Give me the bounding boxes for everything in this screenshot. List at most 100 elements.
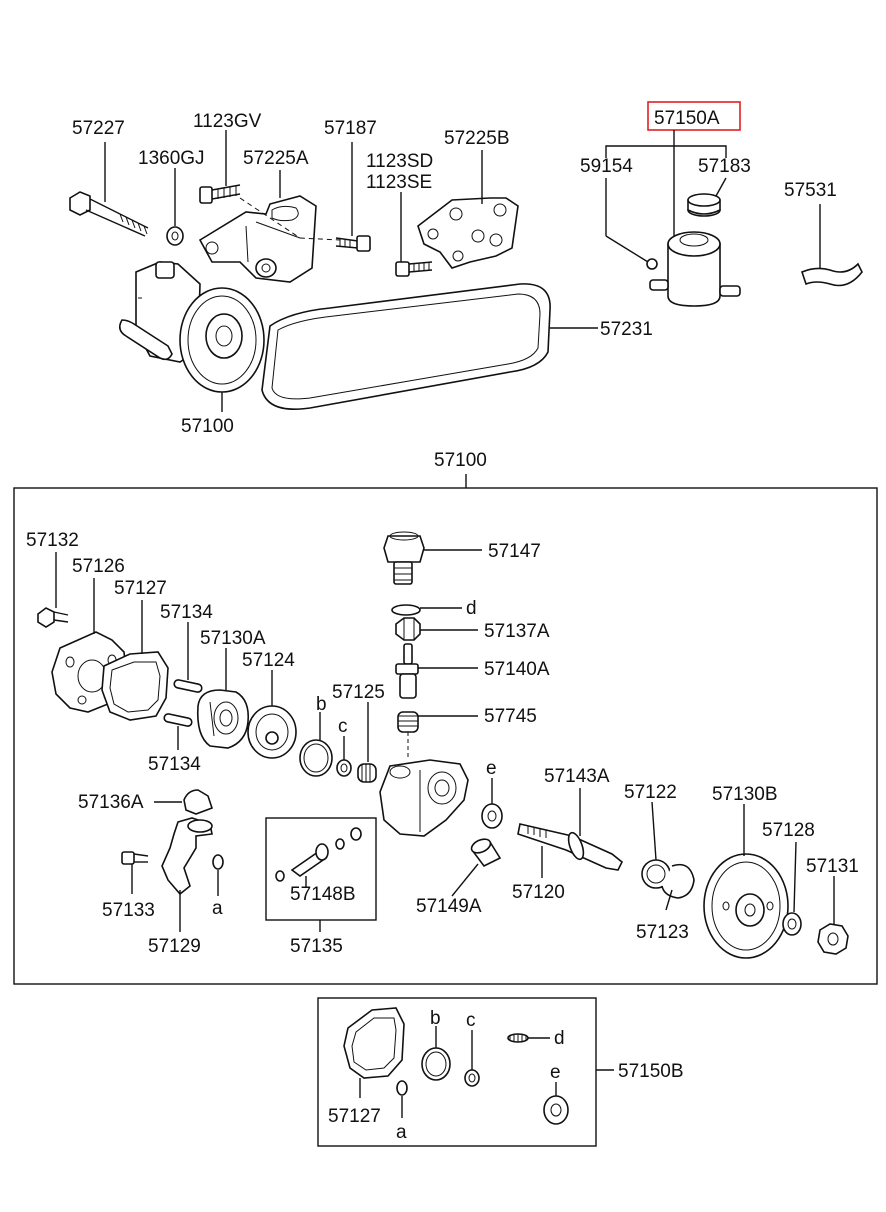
valve-57140a[interactable] bbox=[395, 643, 419, 699]
label-d-main[interactable]: d bbox=[466, 598, 477, 619]
label-57123[interactable]: 57123 bbox=[636, 922, 689, 943]
label-57129[interactable]: 57129 bbox=[148, 936, 201, 957]
label-57231[interactable]: 57231 bbox=[600, 319, 653, 340]
bushing-e-main[interactable] bbox=[481, 803, 503, 829]
shaft-57120[interactable] bbox=[517, 823, 624, 871]
belt-57231[interactable] bbox=[261, 283, 551, 410]
label-a-kit[interactable]: a bbox=[396, 1122, 407, 1143]
o-ring-b-kit[interactable] bbox=[421, 1047, 451, 1081]
washer-57128[interactable] bbox=[782, 912, 802, 936]
valve-kit-57148b[interactable] bbox=[275, 827, 362, 882]
pulley-57130b[interactable] bbox=[703, 853, 789, 959]
washer-1360gj[interactable] bbox=[166, 226, 184, 246]
label-b-kit[interactable]: b bbox=[430, 1008, 441, 1029]
label-57140a[interactable]: 57140A bbox=[484, 659, 550, 680]
assembly-line-1 bbox=[239, 197, 341, 241]
pipe-57129[interactable] bbox=[161, 817, 213, 896]
label-57122[interactable]: 57122 bbox=[624, 782, 677, 803]
label-1123gv[interactable]: 1123GV bbox=[193, 111, 262, 132]
label-57136a[interactable]: 57136A bbox=[78, 792, 144, 813]
seal-c[interactable] bbox=[336, 759, 352, 777]
spring-57125[interactable] bbox=[357, 763, 377, 783]
bush-57149a[interactable] bbox=[469, 836, 502, 868]
box-57150b bbox=[317, 997, 597, 1147]
bracket-57225a[interactable] bbox=[198, 195, 317, 283]
bolt-57187[interactable] bbox=[335, 235, 371, 252]
bolt-1123gv[interactable] bbox=[199, 184, 241, 204]
label-57124[interactable]: 57124 bbox=[242, 650, 295, 671]
label-57531[interactable]: 57531 bbox=[784, 180, 837, 201]
rotor-57124[interactable] bbox=[247, 705, 297, 759]
label-57125[interactable]: 57125 bbox=[332, 682, 385, 703]
label-57130b[interactable]: 57130B bbox=[712, 784, 778, 805]
bolt-1123sd[interactable] bbox=[395, 261, 433, 277]
label-57183[interactable]: 57183 bbox=[698, 156, 751, 177]
snap-ring-57123[interactable] bbox=[661, 863, 695, 899]
label-57120[interactable]: 57120 bbox=[512, 882, 565, 903]
nut-57131[interactable] bbox=[817, 923, 849, 955]
label-57126[interactable]: 57126 bbox=[72, 556, 125, 577]
label-57134-top[interactable]: 57134 bbox=[160, 602, 213, 623]
label-57130a[interactable]: 57130A bbox=[200, 628, 266, 649]
label-57127[interactable]: 57127 bbox=[114, 578, 167, 599]
label-1123se[interactable]: 1123SE bbox=[366, 172, 432, 193]
hose-57531[interactable] bbox=[801, 262, 863, 287]
pump-57100[interactable] bbox=[118, 261, 265, 393]
union-57147[interactable] bbox=[383, 531, 425, 585]
label-57745[interactable]: 57745 bbox=[484, 706, 537, 727]
label-57134-bottom[interactable]: 57134 bbox=[148, 754, 201, 775]
label-57148b[interactable]: 57148B bbox=[290, 884, 356, 905]
spring-57745[interactable] bbox=[397, 711, 419, 733]
label-57100-box[interactable]: 57100 bbox=[434, 450, 487, 471]
label-d-kit[interactable]: d bbox=[554, 1028, 565, 1049]
pin-57134-bottom[interactable] bbox=[163, 713, 193, 727]
label-57137a[interactable]: 57137A bbox=[484, 621, 550, 642]
reservoir-57150a[interactable] bbox=[646, 231, 741, 307]
pump-body[interactable] bbox=[379, 759, 469, 837]
bushing-e-kit[interactable] bbox=[543, 1095, 569, 1125]
label-e-main[interactable]: e bbox=[486, 758, 497, 779]
label-59154[interactable]: 59154 bbox=[580, 156, 633, 177]
label-1123sd[interactable]: 1123SD bbox=[366, 151, 433, 172]
label-57131[interactable]: 57131 bbox=[806, 856, 859, 877]
label-1360gj[interactable]: 1360GJ bbox=[138, 148, 205, 169]
label-57135[interactable]: 57135 bbox=[290, 936, 343, 957]
leader-57183 bbox=[715, 177, 727, 197]
bolt-57133[interactable] bbox=[121, 851, 149, 865]
label-57225a[interactable]: 57225A bbox=[243, 148, 309, 169]
label-e-kit[interactable]: e bbox=[550, 1062, 561, 1083]
o-ring-d-kit[interactable] bbox=[507, 1033, 529, 1043]
label-57132[interactable]: 57132 bbox=[26, 530, 79, 551]
label-c-kit[interactable]: c bbox=[466, 1010, 476, 1031]
label-57100-pump[interactable]: 57100 bbox=[181, 416, 234, 437]
label-a-main[interactable]: a bbox=[212, 898, 223, 919]
seal-c-kit[interactable] bbox=[464, 1069, 480, 1087]
bolt-57132[interactable] bbox=[37, 607, 69, 628]
label-b-main[interactable]: b bbox=[316, 694, 327, 715]
label-57187[interactable]: 57187 bbox=[324, 118, 377, 139]
label-57147[interactable]: 57147 bbox=[488, 541, 541, 562]
pin-57134-top[interactable] bbox=[173, 679, 203, 693]
bolt-57227[interactable] bbox=[69, 191, 149, 237]
label-57143a[interactable]: 57143A bbox=[544, 766, 610, 787]
nut-57137a[interactable] bbox=[395, 617, 421, 641]
label-57150a[interactable]: 57150A bbox=[654, 108, 720, 129]
o-ring-a-main[interactable] bbox=[212, 854, 224, 870]
gasket-57127[interactable] bbox=[101, 651, 169, 721]
label-57225b[interactable]: 57225B bbox=[444, 128, 510, 149]
label-57127-kit[interactable]: 57127 bbox=[328, 1106, 381, 1127]
label-57149a[interactable]: 57149A bbox=[416, 896, 482, 917]
label-c-main[interactable]: c bbox=[338, 716, 348, 737]
o-ring-b[interactable] bbox=[299, 739, 333, 777]
cap-57183[interactable] bbox=[687, 193, 721, 217]
o-ring-d-main[interactable] bbox=[391, 604, 421, 616]
label-57150b[interactable]: 57150B bbox=[618, 1061, 684, 1082]
o-ring-a-kit[interactable] bbox=[396, 1080, 408, 1096]
label-57133[interactable]: 57133 bbox=[102, 900, 155, 921]
seal-57136a[interactable] bbox=[183, 789, 214, 815]
label-57227[interactable]: 57227 bbox=[72, 118, 125, 139]
cam-ring-57130a[interactable] bbox=[196, 689, 250, 749]
bracket-57225b[interactable] bbox=[417, 197, 519, 269]
label-57128[interactable]: 57128 bbox=[762, 820, 815, 841]
gasket-57127-kit[interactable] bbox=[343, 1007, 405, 1079]
